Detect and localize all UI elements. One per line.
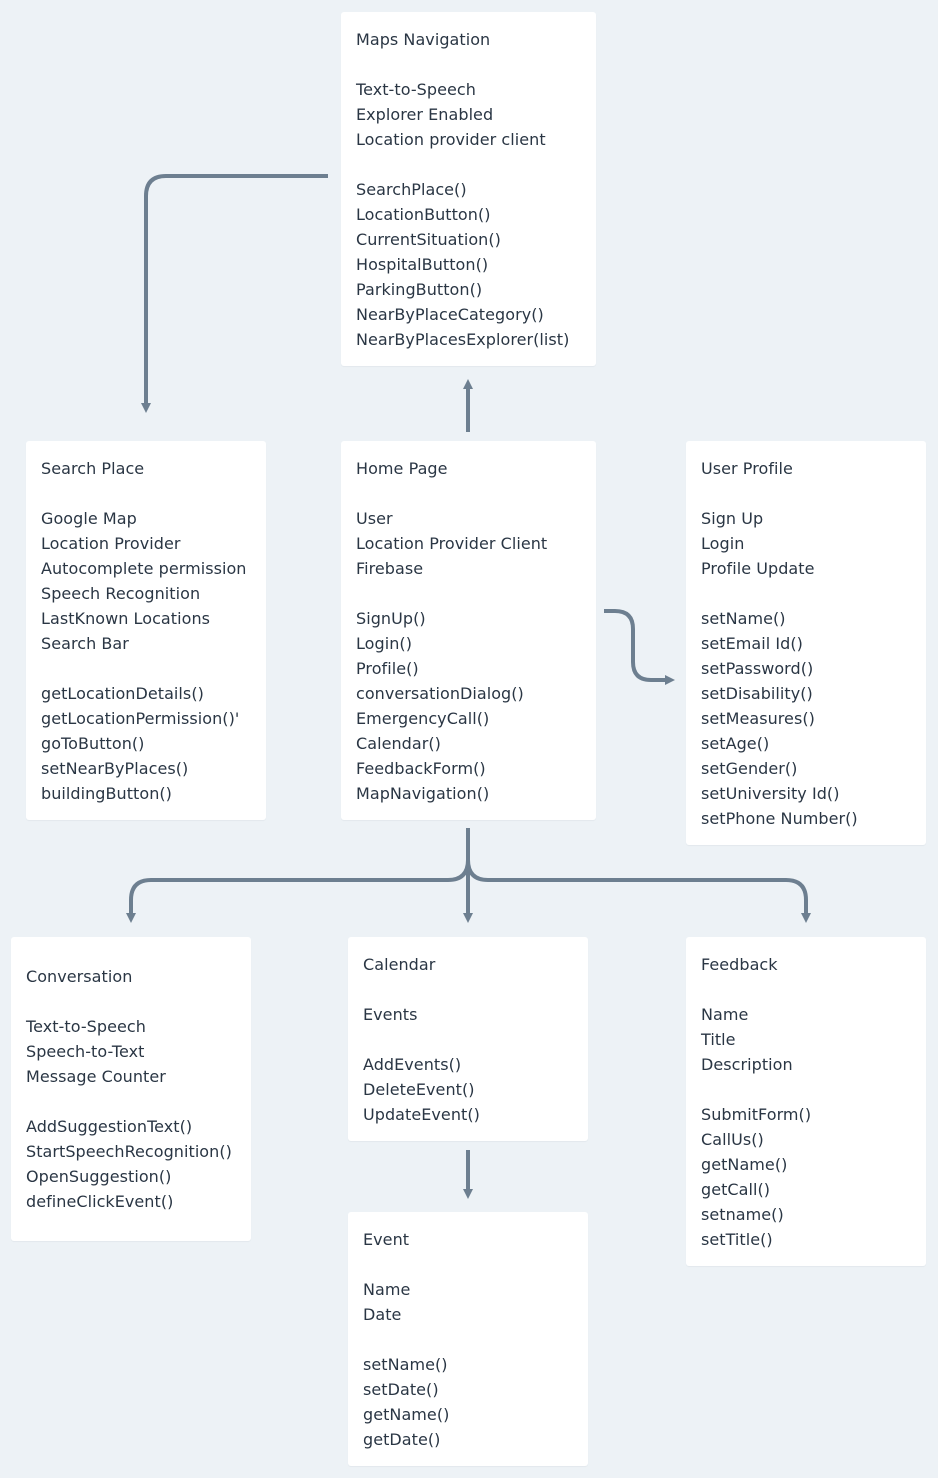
feedback-method: setname(): [701, 1205, 784, 1224]
user-profile-method: setDisability(): [701, 684, 813, 703]
user-profile-method: setPassword(): [701, 659, 814, 678]
user-profile-title: User Profile: [701, 459, 793, 478]
user-profile-method: setPhone Number(): [701, 809, 858, 828]
user-profile-method: setAge(): [701, 734, 770, 753]
maps-navigation-method: NearByPlaceCategory(): [356, 305, 544, 324]
search-place-attribute: Search Bar: [41, 634, 129, 653]
arrow-home-to-feedback: [466, 859, 811, 923]
maps-navigation-method: CurrentSituation(): [356, 230, 501, 249]
feedback-attribute: Description: [701, 1055, 793, 1074]
conversation-method: defineClickEvent(): [26, 1192, 174, 1211]
event-method: setName(): [363, 1355, 448, 1374]
arrow-home-to-conversation: [126, 859, 470, 923]
calendar-box: Calendar Events AddEvents() DeleteEvent(…: [348, 937, 588, 1141]
home-page-method: Calendar(): [356, 734, 441, 753]
home-page-box: Home Page User Location Provider Client …: [341, 441, 596, 820]
maps-navigation-method: ParkingButton(): [356, 280, 483, 299]
home-page-attribute: Firebase: [356, 559, 424, 578]
calendar-title: Calendar: [363, 955, 436, 974]
maps-navigation-method: HospitalButton(): [356, 255, 489, 274]
conversation-attribute: Speech-to-Text: [26, 1042, 145, 1061]
maps-navigation-method: SearchPlace(): [356, 180, 467, 199]
event-method: setDate(): [363, 1380, 439, 1399]
feedback-attribute: Title: [701, 1030, 736, 1049]
search-place-method: getLocationPermission()': [41, 709, 240, 728]
user-profile-method: setName(): [701, 609, 786, 628]
conversation-method: OpenSuggestion(): [26, 1167, 172, 1186]
user-profile-method: setEmail Id(): [701, 634, 803, 653]
home-page-attribute: Location Provider Client: [356, 534, 548, 553]
feedback-method: setTitle(): [701, 1230, 773, 1249]
arrow-home-to-user-profile: [604, 609, 675, 685]
conversation-attribute: Message Counter: [26, 1067, 166, 1086]
home-page-method: FeedbackForm(): [356, 759, 486, 778]
calendar-method: UpdateEvent(): [363, 1105, 480, 1124]
maps-navigation-title: Maps Navigation: [356, 30, 491, 49]
home-page-title: Home Page: [356, 459, 448, 478]
feedback-method: SubmitForm(): [701, 1105, 812, 1124]
conversation-attribute: Text-to-Speech: [26, 1017, 146, 1036]
conversation-title: Conversation: [26, 967, 133, 986]
calendar-method: AddEvents(): [363, 1055, 462, 1074]
arrow-maps-to-search: [141, 174, 328, 413]
search-place-attribute: Autocomplete permission: [41, 559, 247, 578]
maps-navigation-method: NearByPlacesExplorer(list): [356, 330, 570, 349]
maps-navigation-box: Maps Navigation Text-to-Speech Explorer …: [341, 12, 596, 366]
search-place-method: setNearByPlaces(): [41, 759, 189, 778]
search-place-method: getLocationDetails(): [41, 684, 204, 703]
user-profile-method: setMeasures(): [701, 709, 815, 728]
maps-navigation-method: LocationButton(): [356, 205, 491, 224]
maps-navigation-attribute: Text-to-Speech: [356, 80, 476, 99]
home-page-method: Profile(): [356, 659, 419, 678]
search-place-attribute: Location Provider: [41, 534, 181, 553]
event-attribute: Date: [363, 1305, 402, 1324]
user-profile-attribute: Profile Update: [701, 559, 815, 578]
feedback-box: Feedback Name Title Description SubmitFo…: [686, 937, 926, 1266]
home-page-method: MapNavigation(): [356, 784, 490, 803]
user-profile-attribute: Sign Up: [701, 509, 764, 528]
feedback-attribute: Name: [701, 1005, 749, 1024]
conversation-method: AddSuggestionText(): [26, 1117, 193, 1136]
event-method: getName(): [363, 1405, 450, 1424]
search-place-box: Search Place Google Map Location Provide…: [26, 441, 266, 820]
feedback-method: getName(): [701, 1155, 788, 1174]
home-page-method: EmergencyCall(): [356, 709, 490, 728]
home-page-method: Login(): [356, 634, 412, 653]
user-profile-attribute: Login: [701, 534, 745, 553]
calendar-method: DeleteEvent(): [363, 1080, 475, 1099]
feedback-method: CallUs(): [701, 1130, 764, 1149]
event-title: Event: [363, 1230, 410, 1249]
event-box: Event Name Date setName() setDate() getN…: [348, 1212, 588, 1466]
maps-navigation-attribute: Location provider client: [356, 130, 546, 149]
maps-navigation-attribute: Explorer Enabled: [356, 105, 494, 124]
search-place-attribute: LastKnown Locations: [41, 609, 211, 628]
user-profile-box: User Profile Sign Up Login Profile Updat…: [686, 441, 926, 845]
calendar-attribute: Events: [363, 1005, 418, 1024]
user-profile-method: setUniversity Id(): [701, 784, 840, 803]
search-place-attribute: Speech Recognition: [41, 584, 201, 603]
conversation-box: Conversation Text-to-Speech Speech-to-Te…: [11, 937, 251, 1241]
home-page-attribute: User: [356, 509, 393, 528]
search-place-title: Search Place: [41, 459, 145, 478]
event-method: getDate(): [363, 1430, 441, 1449]
user-profile-method: setGender(): [701, 759, 798, 778]
search-place-method: buildingButton(): [41, 784, 172, 803]
feedback-title: Feedback: [701, 955, 778, 974]
search-place-method: goToButton(): [41, 734, 145, 753]
home-page-method: SignUp(): [356, 609, 426, 628]
conversation-method: StartSpeechRecognition(): [26, 1142, 232, 1161]
feedback-method: getCall(): [701, 1180, 771, 1199]
home-page-method: conversationDialog(): [356, 684, 524, 703]
search-place-attribute: Google Map: [41, 509, 137, 528]
event-attribute: Name: [363, 1280, 411, 1299]
